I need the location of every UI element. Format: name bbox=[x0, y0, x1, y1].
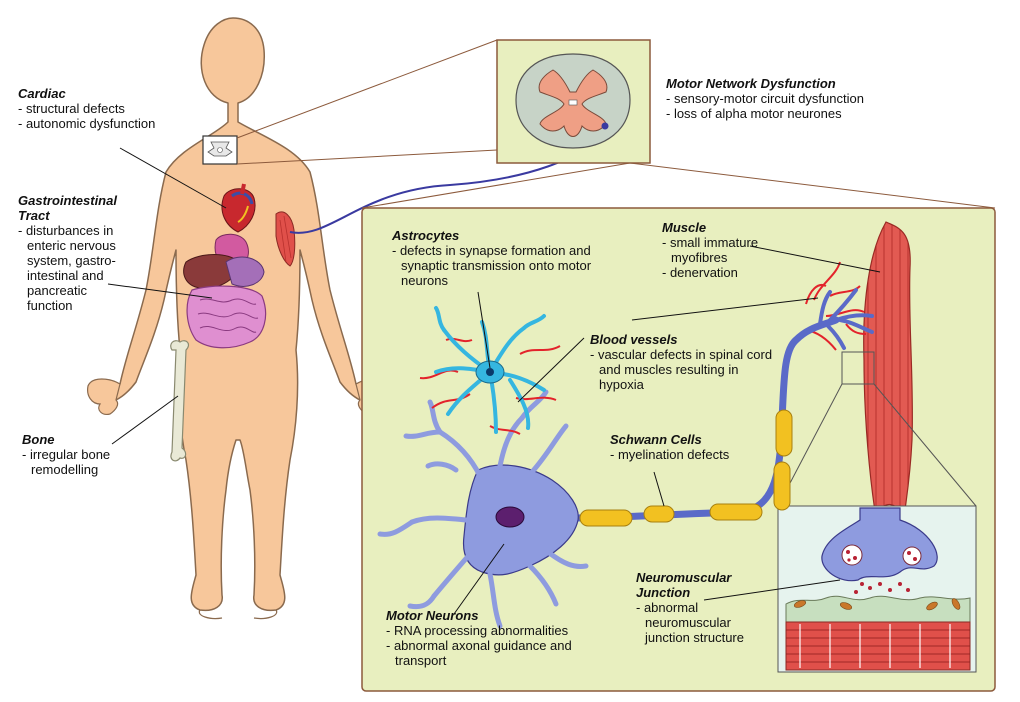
astrocytes-label: Astrocytes - defects in synapse formatio… bbox=[392, 228, 602, 288]
motor-network-title: Motor Network Dysfunction bbox=[666, 76, 836, 91]
muscle-title: Muscle bbox=[662, 220, 707, 235]
motor-network-item-2: - loss of alpha motor neurones bbox=[666, 106, 842, 121]
arm-muscle-icon bbox=[275, 211, 296, 267]
schwann-cells-item-1: - myelination defects bbox=[610, 447, 730, 462]
blood-vessels-title: Blood vessels bbox=[590, 332, 678, 347]
cardiac-title: Cardiac bbox=[18, 86, 66, 101]
gi-tract-title: Gastrointestinal Tract bbox=[18, 193, 117, 223]
muscle-item-1: - small immature myofibres bbox=[662, 235, 759, 265]
motor-network-label: Motor Network Dysfunction - sensory-moto… bbox=[666, 76, 906, 121]
muscle-tissue-icon bbox=[863, 221, 914, 521]
gi-tract-item-1: - disturbances in enteric nervous system… bbox=[18, 223, 116, 313]
motor-neurons-title: Motor Neurons bbox=[386, 608, 479, 623]
digestive-organs-icon bbox=[183, 233, 267, 349]
astrocytes-item-1: - defects in synapse formation and synap… bbox=[392, 243, 592, 288]
motor-neuron-icon bbox=[377, 389, 589, 629]
bone-item-1: - irregular bone remodelling bbox=[22, 447, 111, 477]
spinal-zoom-connectors bbox=[236, 39, 498, 165]
astrocyte-icon bbox=[419, 306, 561, 435]
bone-icon bbox=[170, 340, 190, 462]
blood-vessels-label: Blood vessels - vascular defects in spin… bbox=[590, 332, 780, 392]
callout-lines bbox=[107, 147, 881, 615]
muscle-item-2: - denervation bbox=[662, 265, 738, 280]
astrocytes-title: Astrocytes bbox=[392, 228, 460, 243]
schwann-cell-myelin-icon bbox=[579, 409, 793, 527]
neck-spine-icon bbox=[202, 135, 238, 165]
motor-network-item-1: - sensory-motor circuit dysfunction bbox=[666, 91, 864, 106]
cardiac-item-2: - autonomic dysfunction bbox=[18, 116, 156, 131]
motor-neurons-label: Motor Neurons - RNA processing abnormali… bbox=[386, 608, 606, 668]
bone-label: Bone - irregular bone remodelling bbox=[22, 432, 134, 477]
motor-neurons-item-2: - abnormal axonal guidance and transport bbox=[386, 638, 572, 668]
schwann-cells-title: Schwann Cells bbox=[610, 432, 702, 447]
schwann-cells-label: Schwann Cells - myelination defects bbox=[610, 432, 760, 462]
blood-vessels-item-1: - vascular defects in spinal cord and mu… bbox=[590, 347, 773, 392]
nerve-terminal-branches-icon bbox=[818, 288, 874, 350]
nmj-item-1: - abnormal neuromuscular junction struct… bbox=[636, 600, 744, 645]
neuromuscular-junction-inset bbox=[777, 505, 977, 673]
motor-neurons-item-1: - RNA processing abnormalities bbox=[386, 623, 569, 638]
nmj-label: Neuromuscular Junction - abnormal neurom… bbox=[636, 570, 746, 645]
muscle-zoom-box bbox=[841, 351, 875, 385]
heart-icon bbox=[221, 183, 256, 233]
cardiac-label: Cardiac - structural defects - autonomic… bbox=[18, 86, 158, 131]
main-zoom-connectors bbox=[361, 162, 996, 209]
cardiac-item-1: - structural defects bbox=[18, 101, 125, 116]
gi-tract-label: Gastrointestinal Tract - disturbances in… bbox=[18, 193, 124, 313]
muscle-label: Muscle - small immature myofibres - dene… bbox=[662, 220, 780, 280]
bone-title: Bone bbox=[22, 432, 55, 447]
nmj-title: Neuromuscular Junction bbox=[636, 570, 732, 600]
muscle-blood-vessels-icon bbox=[805, 261, 867, 351]
spinal-cord-cross-section-icon bbox=[515, 53, 631, 149]
